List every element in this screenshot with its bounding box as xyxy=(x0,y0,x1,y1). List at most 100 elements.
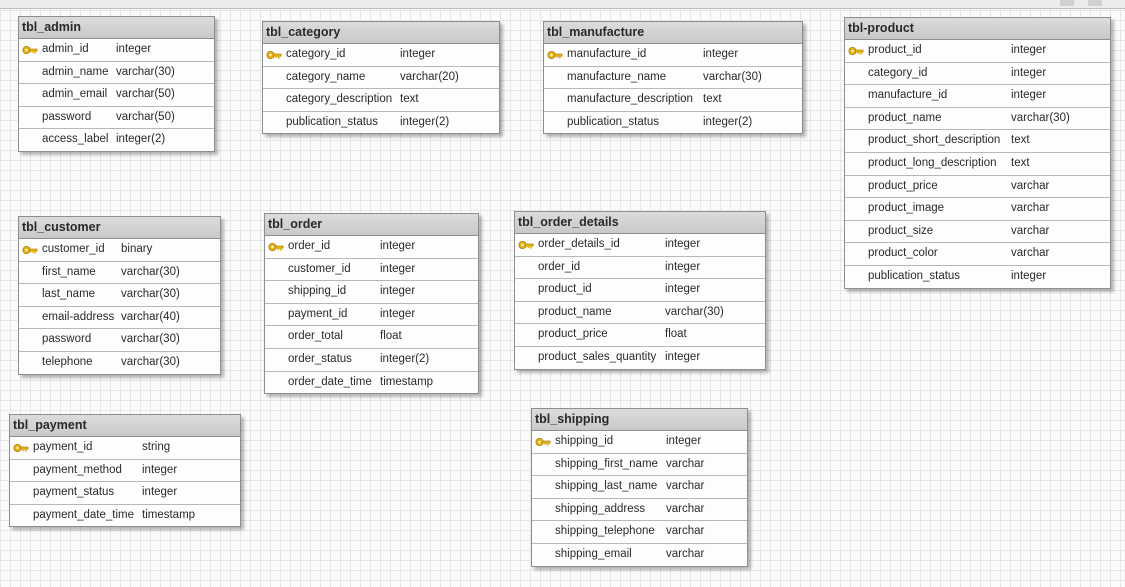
table-title[interactable]: tbl_order xyxy=(265,214,478,236)
key-icon xyxy=(848,44,864,56)
field-name: category_id xyxy=(868,66,928,79)
field-name: product_color xyxy=(868,247,938,260)
field-type: integer xyxy=(142,463,178,476)
field-row[interactable]: order_id integer xyxy=(265,236,478,259)
table-title[interactable]: tbl_category xyxy=(263,22,499,44)
table-title[interactable]: tbl_payment xyxy=(10,415,240,437)
table-title[interactable]: tbl-product xyxy=(845,18,1110,40)
field-row[interactable]: shipping_telephone varchar xyxy=(532,521,747,544)
field-type: integer xyxy=(666,435,702,447)
window-control[interactable] xyxy=(1060,0,1074,6)
field-type: integer xyxy=(703,48,739,60)
field-row[interactable]: product_color varchar xyxy=(845,243,1110,266)
field-row[interactable]: payment_method integer xyxy=(10,460,240,483)
field-row[interactable]: publication_status integer(2) xyxy=(544,112,802,134)
table-title[interactable]: tbl_manufacture xyxy=(544,22,802,44)
table-title[interactable]: tbl_shipping xyxy=(532,409,747,431)
field-name: order_details_id xyxy=(538,238,620,250)
table-title[interactable]: tbl_customer xyxy=(19,217,220,239)
field-type: varchar(30) xyxy=(121,265,180,278)
field-name: admin_name xyxy=(42,65,109,78)
field-type: text xyxy=(400,93,419,106)
field-type: timestamp xyxy=(142,508,196,521)
field-type: integer xyxy=(1011,89,1047,102)
field-name: telephone xyxy=(42,355,93,368)
field-type: integer(2) xyxy=(703,115,753,128)
field-type: integer xyxy=(665,350,701,363)
table-title[interactable]: tbl_admin xyxy=(19,17,214,39)
field-name: shipping_telephone xyxy=(555,525,655,538)
field-type: integer xyxy=(380,307,416,320)
field-type: varchar xyxy=(666,525,705,538)
field-name: publication_status xyxy=(567,115,660,128)
field-type: string xyxy=(142,441,171,453)
field-type: integer xyxy=(380,262,416,275)
field-type: varchar xyxy=(1011,247,1050,260)
table-title[interactable]: tbl_order_details xyxy=(515,212,765,234)
field-name: payment_method xyxy=(33,463,122,476)
field-type: varchar xyxy=(666,502,705,515)
field-type: integer xyxy=(380,240,416,252)
window-control[interactable] xyxy=(1088,0,1102,6)
key-icon xyxy=(535,435,551,447)
field-name: order_id xyxy=(288,240,331,252)
